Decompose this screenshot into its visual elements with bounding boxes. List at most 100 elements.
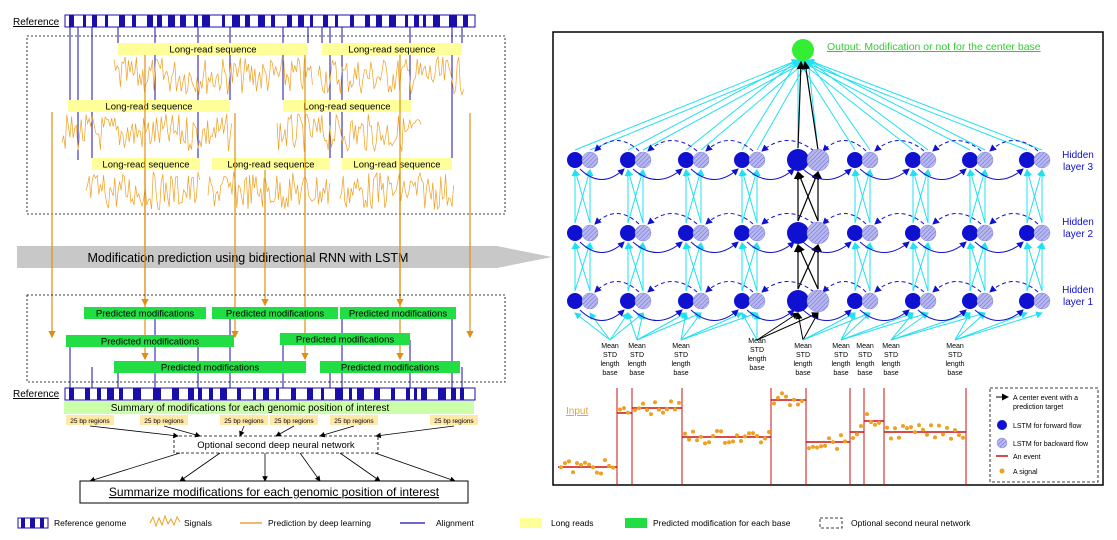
final-text: Summarize modifications for each genomic… bbox=[109, 485, 440, 499]
output-edge bbox=[589, 59, 809, 151]
lstm-backward-node bbox=[634, 224, 652, 242]
forward-flow-arc bbox=[632, 241, 683, 253]
forward-flow-arc bbox=[690, 168, 739, 180]
lstm-backward-node bbox=[976, 224, 994, 242]
signal-dot bbox=[633, 408, 637, 413]
reference-block bbox=[391, 388, 395, 400]
lstm-backward-node bbox=[919, 224, 937, 242]
reference-block bbox=[198, 388, 202, 400]
reference-block bbox=[323, 15, 328, 27]
signal-dot bbox=[961, 435, 965, 440]
signal-trace bbox=[113, 56, 313, 95]
lstm-backward-node bbox=[581, 151, 599, 169]
lstm-forward-node bbox=[847, 152, 863, 168]
layer-edge bbox=[626, 169, 644, 224]
signal-dot bbox=[711, 434, 715, 439]
reference-block bbox=[220, 388, 227, 400]
signal-dot bbox=[735, 433, 739, 438]
layer-edge bbox=[911, 242, 929, 292]
region-arrow bbox=[275, 425, 295, 437]
feature-label: STD bbox=[674, 352, 688, 359]
signal-dot bbox=[889, 436, 893, 441]
feature-label: base bbox=[833, 370, 848, 377]
region-arrow bbox=[89, 425, 179, 439]
bottom-legend: Reference genome Signals Prediction by d… bbox=[17, 514, 971, 529]
region-arrow bbox=[239, 425, 245, 437]
region-box bbox=[220, 415, 268, 425]
lstm-backward-node bbox=[806, 148, 830, 172]
signal-trace bbox=[276, 113, 422, 152]
reference-block bbox=[307, 388, 313, 400]
signal-dot bbox=[772, 401, 776, 406]
reference-outline bbox=[64, 14, 476, 28]
signal-dot bbox=[784, 394, 788, 399]
reference-block bbox=[222, 15, 225, 27]
reference-block bbox=[85, 388, 90, 400]
signal-dot bbox=[921, 427, 925, 432]
reference-block bbox=[374, 388, 380, 400]
forward-flow-arc bbox=[917, 168, 967, 180]
reference-block bbox=[350, 15, 354, 27]
hidden-layer-labels: Hidden layer 3 Hidden layer 2 Hidden lay… bbox=[1062, 150, 1094, 308]
backward-flow-arc bbox=[874, 140, 925, 152]
lstm-backward-node bbox=[861, 224, 879, 242]
input-edge bbox=[609, 312, 644, 341]
signal-dot bbox=[851, 435, 855, 440]
signal-dot bbox=[767, 429, 771, 434]
feature-label: length bbox=[627, 361, 646, 368]
layer-edge bbox=[853, 169, 871, 224]
reference-label-top: Reference bbox=[13, 17, 60, 28]
signal-dot bbox=[575, 461, 579, 466]
legend-forward: LSTM for forward flow bbox=[1013, 423, 1082, 430]
feature-label: base bbox=[883, 370, 898, 377]
input-edge bbox=[802, 312, 819, 341]
signal-dot bbox=[599, 471, 603, 476]
forward-flow-arc bbox=[746, 168, 795, 180]
lstm-backward-node bbox=[748, 151, 766, 169]
reference-block bbox=[132, 15, 136, 27]
backward-flow-arc bbox=[761, 281, 815, 293]
signal-dot bbox=[641, 401, 645, 406]
summary-text: Summary of modifications for each genomi… bbox=[111, 403, 390, 414]
input-edge bbox=[589, 312, 611, 341]
predicted-bar bbox=[340, 307, 456, 319]
reference-block bbox=[287, 15, 292, 27]
reference-icon-block bbox=[21, 518, 25, 528]
feature-label: STD bbox=[603, 352, 617, 359]
backward-flow-arc bbox=[822, 140, 867, 152]
reference-block bbox=[263, 388, 269, 400]
signal-dot bbox=[579, 462, 583, 467]
signal-dot bbox=[843, 439, 847, 444]
center-output-edge bbox=[796, 60, 805, 149]
input-label: Input bbox=[566, 406, 588, 417]
reference-block bbox=[107, 388, 114, 400]
signal-dot bbox=[796, 402, 800, 407]
signal-dot bbox=[835, 446, 839, 451]
feature-label: base bbox=[795, 370, 810, 377]
signal-dot bbox=[567, 459, 571, 464]
output-edge bbox=[642, 59, 809, 151]
lstm-forward-node bbox=[787, 149, 809, 171]
lstm-backward-node bbox=[1033, 292, 1051, 310]
lstm-forward-node bbox=[847, 293, 863, 309]
region-box bbox=[140, 415, 188, 425]
forward-flow-arc bbox=[974, 241, 1024, 253]
backward-flow-arc bbox=[594, 213, 640, 225]
summary-arrows bbox=[89, 425, 456, 483]
forward-flow-arc bbox=[690, 309, 739, 321]
right-panel: Output: Modification or not for the cent… bbox=[552, 31, 1104, 486]
final-arrow bbox=[179, 452, 221, 482]
reference-block bbox=[172, 388, 179, 400]
signal-dot bbox=[823, 443, 827, 448]
output-edge bbox=[797, 59, 971, 151]
reference-block bbox=[310, 15, 313, 27]
feature-label: STD bbox=[750, 347, 764, 354]
final-arrow bbox=[374, 452, 456, 483]
signal-dot bbox=[925, 432, 929, 437]
legend-signal: A signal bbox=[1013, 469, 1038, 476]
reference-block bbox=[153, 388, 161, 400]
signal-dot bbox=[607, 463, 611, 468]
long-read-bar bbox=[342, 158, 452, 170]
